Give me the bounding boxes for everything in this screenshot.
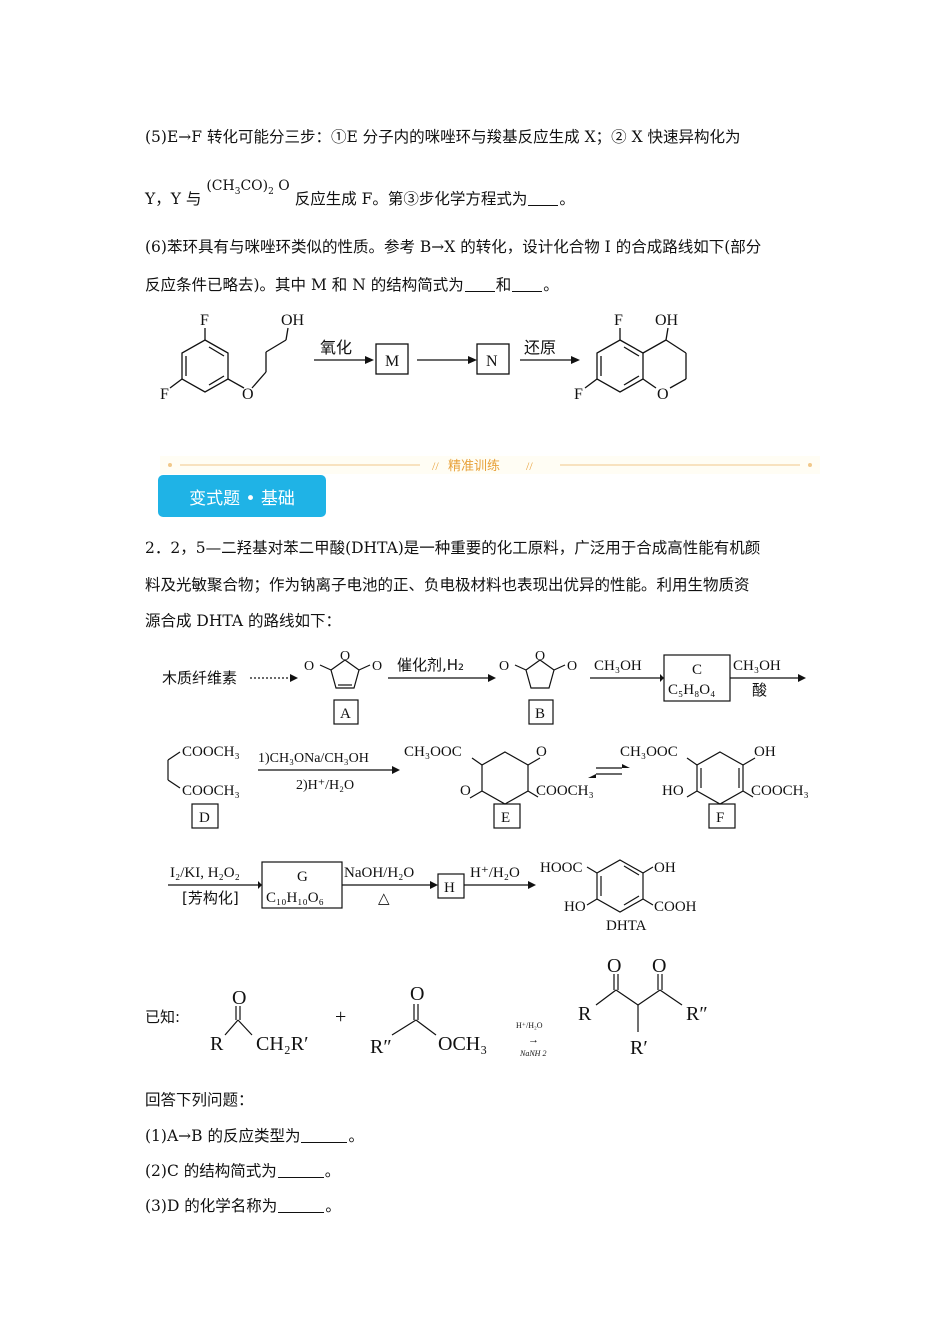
compound-b-label: B bbox=[535, 706, 545, 722]
svg-text:R: R bbox=[210, 1033, 224, 1055]
dhta-label: DHTA bbox=[606, 918, 647, 934]
svg-text:HOOC: HOOC bbox=[540, 860, 583, 876]
svg-text:O: O bbox=[410, 983, 424, 1005]
q2-line3: 源合成 DHTA 的路线如下： bbox=[145, 612, 341, 630]
reaction-condition-top: H⁺/H₂O bbox=[516, 1021, 543, 1030]
question-3: (3)D 的化学名称为。 bbox=[145, 1197, 341, 1215]
q6-line1: (6)苯环具有与咪唑环类似的性质。参考 B→X 的转化，设计化合物 I 的合成路… bbox=[145, 238, 762, 256]
svg-text:CH₃OOC: CH₃OOC bbox=[620, 744, 678, 760]
compound-m-box: M bbox=[385, 353, 399, 370]
svg-text:OH: OH bbox=[754, 744, 776, 760]
acid-label: 酸 bbox=[752, 681, 767, 699]
iodine-condition: I₂/KI, H₂O₂ bbox=[170, 865, 240, 881]
answer-blank[interactable] bbox=[528, 191, 559, 206]
compound-h-label: H bbox=[444, 880, 455, 896]
answer-blank-m[interactable] bbox=[464, 277, 495, 292]
svg-text://: // bbox=[432, 459, 439, 473]
oxidation-label: 氧化 bbox=[320, 338, 352, 357]
known-label: 已知: bbox=[145, 1008, 180, 1026]
svg-text:R′: R′ bbox=[630, 1037, 648, 1059]
acid-workup-label: H⁺/H₂O bbox=[470, 865, 520, 881]
synthesis-scheme-2: 木质纤维素 O O O A 催化剂,H₂ O O O B CH₃OH C C₅H… bbox=[162, 649, 809, 934]
oxygen-label: O bbox=[242, 386, 254, 403]
compound-g-formula: C₁₀H₁₀O₆ bbox=[266, 890, 324, 906]
svg-text:O: O bbox=[499, 659, 509, 674]
q5-line1: (5)E→F 转化可能分三步：①E 分子内的咪唑环与羧基反应生成 X；② X 快… bbox=[145, 128, 741, 146]
methanol-label: CH₃OH bbox=[594, 658, 642, 674]
step-condition-2: 2)H⁺/H₂O bbox=[296, 778, 354, 793]
svg-text:O: O bbox=[607, 955, 621, 977]
svg-text:COOCH₃: COOCH₃ bbox=[751, 783, 809, 799]
reduction-label: 还原 bbox=[524, 338, 556, 357]
question-2: (2)C 的结构简式为。 bbox=[145, 1162, 341, 1180]
answer-blank-2[interactable] bbox=[277, 1163, 324, 1178]
svg-text:CH₃OOC: CH₃OOC bbox=[404, 744, 462, 760]
svg-text:HO: HO bbox=[564, 899, 586, 915]
answer-blank-n[interactable] bbox=[512, 277, 543, 292]
questions-intro: 回答下列问题： bbox=[145, 1091, 254, 1109]
answer-blank-1[interactable] bbox=[301, 1128, 348, 1143]
compound-c-formula: C₅H₈O₄ bbox=[668, 682, 715, 698]
svg-text:O: O bbox=[536, 744, 547, 760]
compound-g-label: G bbox=[297, 869, 308, 885]
compound-a-label: A bbox=[340, 706, 351, 722]
svg-text:O: O bbox=[535, 649, 545, 664]
plus-sign: + bbox=[335, 1006, 346, 1028]
catalyst-label: 催化剂,H₂ bbox=[397, 656, 464, 674]
svg-text:CH₂R′: CH₂R′ bbox=[256, 1033, 308, 1055]
svg-text:O: O bbox=[232, 987, 246, 1009]
acetic-anhydride-formula: (CH3CO)2 O bbox=[206, 178, 290, 197]
answer-blank-3[interactable] bbox=[278, 1198, 325, 1213]
svg-text:OH: OH bbox=[654, 860, 676, 876]
heat-symbol: △ bbox=[378, 891, 390, 907]
compound-d-label: D bbox=[199, 810, 210, 826]
svg-text:OCH₃: OCH₃ bbox=[438, 1033, 487, 1055]
q5-line2: Y，Y 与 (CH3CO)2 O 反应生成 F。第③步化学方程式为。 bbox=[145, 178, 575, 208]
hydroxyl-label: OH bbox=[281, 312, 305, 329]
q6-line2: 反应条件已略去)。其中 M 和 N 的结构简式为和。 bbox=[145, 276, 559, 294]
fluorine-label: F bbox=[574, 386, 583, 403]
svg-text:HO: HO bbox=[662, 783, 684, 799]
step-condition-1: 1)CH₃ONa/CH₃OH bbox=[258, 751, 369, 766]
reaction-arrow: → bbox=[528, 1034, 539, 1046]
svg-text:O: O bbox=[567, 659, 577, 674]
fluorine-label: F bbox=[200, 312, 209, 329]
methanol-label: CH₃OH bbox=[733, 658, 781, 674]
svg-text:R: R bbox=[578, 1003, 592, 1025]
fluorine-label: F bbox=[160, 386, 169, 403]
aromatization-label: [芳构化] bbox=[182, 889, 239, 907]
compound-n-box: N bbox=[486, 353, 498, 370]
section-divider: 精准训练 // // bbox=[160, 456, 820, 474]
question-1: (1)A→B 的反应类型为。 bbox=[145, 1127, 364, 1145]
banner-title: 精准训练 bbox=[448, 459, 500, 474]
reaction-condition-bottom: NaNH 2 bbox=[519, 1049, 546, 1058]
compound-e-label: E bbox=[501, 810, 510, 826]
svg-text:R″: R″ bbox=[686, 1003, 708, 1025]
synthesis-scheme-1: F F O OH 氧化 M N 还原 F OH F O bbox=[160, 312, 687, 403]
q2-line2: 料及光敏聚合物；作为钠离子电池的正、负电极材料也表现出优异的性能。利用生物质资 bbox=[145, 576, 750, 594]
oxygen-label: O bbox=[657, 386, 669, 403]
svg-text:COOCH₃: COOCH₃ bbox=[536, 783, 594, 799]
svg-text:O: O bbox=[340, 649, 350, 664]
svg-text:COOCH₃: COOCH₃ bbox=[182, 744, 240, 760]
svg-text://: // bbox=[526, 459, 533, 473]
known-reaction: 已知: R CH₂R′ O + R″ O OCH₃ H⁺/H₂O → NaNH … bbox=[145, 955, 708, 1059]
svg-text:O: O bbox=[304, 659, 314, 674]
section-badge: 变式题 • 基础 bbox=[158, 475, 326, 517]
fluorine-label: F bbox=[614, 312, 623, 329]
svg-text:O: O bbox=[372, 659, 382, 674]
svg-text:R″: R″ bbox=[370, 1036, 392, 1058]
svg-text:COOH: COOH bbox=[654, 899, 697, 915]
lignocellulose-label: 木质纤维素 bbox=[162, 669, 237, 687]
hydroxyl-label: OH bbox=[655, 312, 679, 329]
compound-f-label: F bbox=[716, 810, 724, 826]
svg-text:O: O bbox=[652, 955, 666, 977]
svg-text:O: O bbox=[460, 783, 471, 799]
svg-text:COOCH₃: COOCH₃ bbox=[182, 783, 240, 799]
naoh-condition: NaOH/H₂O bbox=[344, 865, 414, 881]
compound-c-label: C bbox=[692, 662, 702, 678]
q2-line1: 2．2，5—二羟基对苯二甲酸(DHTA)是一种重要的化工原料，广泛用于合成高性能… bbox=[145, 539, 761, 557]
